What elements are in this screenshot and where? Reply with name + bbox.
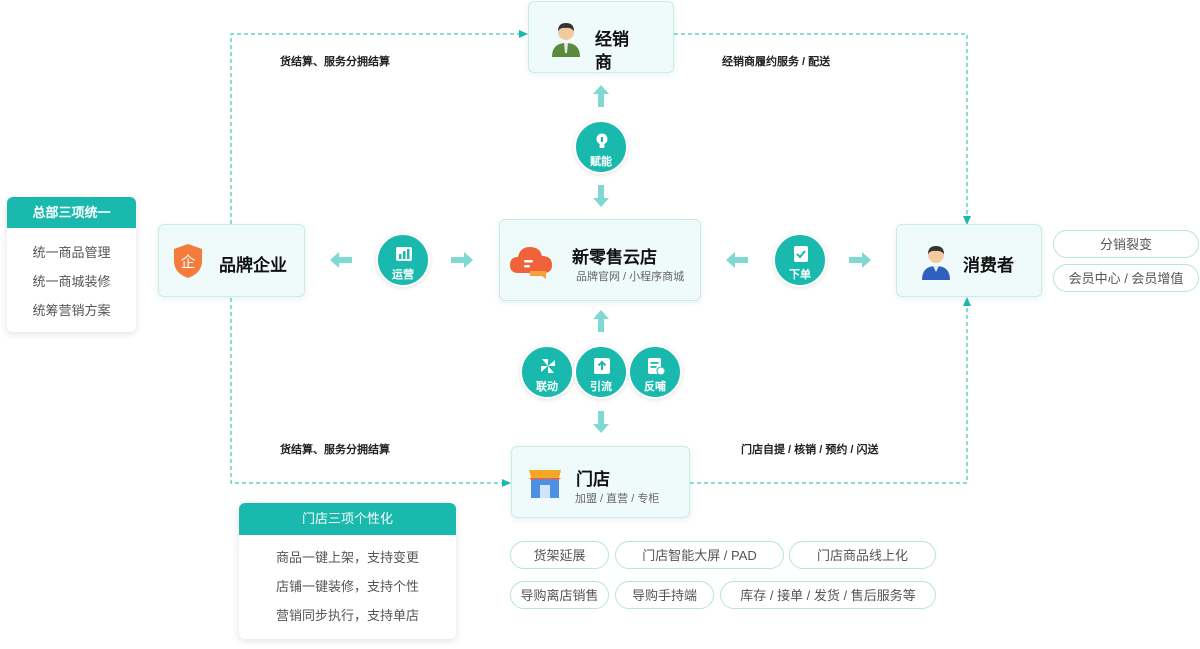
hq-panel-item: 统筹营销方案 (32, 303, 111, 318)
edge-label-brand-distributor: 货结算、服务分拥结算 (280, 56, 390, 68)
edge-label-distributor-consumer: 经销商履约服务 / 配送 (722, 56, 831, 68)
store-node: 门店 加盟 / 直营 / 专柜 (511, 446, 690, 518)
arrow-left-to-cloud-store (726, 252, 748, 268)
store-panel-title: 门店三项个性化 (239, 503, 456, 535)
store-subtitle: 加盟 / 直营 / 专柜 (575, 493, 660, 505)
brand-shield-icon: 企 (174, 244, 202, 278)
link-label: 联动 (536, 381, 558, 393)
store-panel-item: 商品一键上架，支持变更 (275, 550, 419, 565)
document-chat-icon (648, 358, 665, 375)
connector-distributor-consumer (674, 33, 968, 217)
arrow-up-to-cloud-store (593, 310, 609, 332)
pinwheel-icon (541, 359, 555, 373)
distributor-person-icon (552, 23, 580, 57)
arrowhead-to-consumer-bottom (963, 297, 971, 306)
store-feature-tag: 导购手持端 (615, 581, 714, 609)
connector-brand-distributor (230, 33, 520, 224)
arrow-left-to-brand (330, 252, 352, 268)
cloud-store-subtitle: 品牌官网 / 小程序商城 (576, 271, 685, 283)
consumer-tag: 会员中心 / 会员增值 (1053, 264, 1199, 292)
empower-circle: 赋能 (574, 120, 628, 174)
traffic-label: 引流 (590, 381, 612, 393)
cloud-chat-icon (510, 247, 552, 279)
store-feature-tag: 导购离店销售 (510, 581, 609, 609)
store-personalization-panel: 门店三项个性化 商品一键上架，支持变更 店铺一键装修，支持个性 营销同步执行，支… (239, 503, 456, 639)
store-panel-item: 营销同步执行，支持单店 (275, 608, 419, 623)
lightbulb-icon (596, 133, 608, 148)
checklist-icon (794, 246, 808, 262)
consumer-node: 消费者 (896, 224, 1042, 297)
link-circle: 联动 (520, 345, 574, 399)
connector-brand-store (230, 298, 503, 484)
bar-chart-icon (396, 247, 412, 261)
store-feature-tag: 门店商品线上化 (789, 541, 936, 569)
hq-unification-panel: 总部三项统一 统一商品管理 统一商城装修 统筹营销方案 (7, 197, 136, 332)
store-feature-tag: 库存 / 接单 / 发货 / 售后服务等 (720, 581, 936, 609)
arrowhead-to-distributor (519, 30, 528, 38)
store-title: 门店 (576, 470, 610, 489)
operate-circle: 运营 (376, 233, 430, 287)
distributor-title: 经销商 (595, 30, 629, 72)
order-circle: 下单 (773, 233, 827, 287)
store-feature-tag: 门店智能大屏 / PAD (615, 541, 784, 569)
cloud-store-title: 新零售云店 (572, 248, 657, 267)
arrow-down-to-store (593, 411, 609, 433)
consumer-title: 消费者 (963, 256, 1014, 275)
edge-label-brand-store: 货结算、服务分拥结算 (280, 444, 390, 456)
order-label: 下单 (789, 269, 811, 281)
store-panel-item: 店铺一键装修，支持个性 (275, 579, 419, 594)
brand-node: 企 品牌企业 (158, 224, 305, 297)
cloud-store-node: 新零售云店 品牌官网 / 小程序商城 (499, 219, 701, 301)
brand-title: 品牌企业 (219, 256, 287, 275)
consumer-tag: 分销裂变 (1053, 230, 1199, 258)
consumer-person-icon (922, 246, 950, 280)
arrow-right-to-cloud-store (451, 252, 473, 268)
edge-label-store-consumer: 门店自提 / 核销 / 预约 / 闪送 (741, 444, 879, 456)
feedback-label: 反哺 (644, 381, 666, 393)
arrow-up-to-distributor (593, 85, 609, 107)
feedback-circle: 反哺 (628, 345, 682, 399)
operate-label: 运营 (392, 269, 414, 281)
storefront-icon (529, 470, 561, 498)
hq-panel-title: 总部三项统一 (7, 197, 136, 228)
arrowhead-to-consumer-top (963, 216, 971, 225)
store-feature-tag: 货架延展 (510, 541, 609, 569)
traffic-circle: 引流 (574, 345, 628, 399)
empower-label: 赋能 (590, 156, 612, 168)
arrow-down-to-cloud-store (593, 185, 609, 207)
connector-store-consumer (690, 305, 968, 484)
arrowhead-to-store (502, 479, 511, 487)
arrow-right-to-consumer (849, 252, 871, 268)
hq-panel-item: 统一商城装修 (32, 274, 111, 289)
upload-tray-icon (594, 358, 610, 374)
svg-text:企: 企 (180, 253, 195, 271)
hq-panel-item: 统一商品管理 (32, 245, 111, 260)
distributor-node: 经销商 (528, 1, 674, 73)
